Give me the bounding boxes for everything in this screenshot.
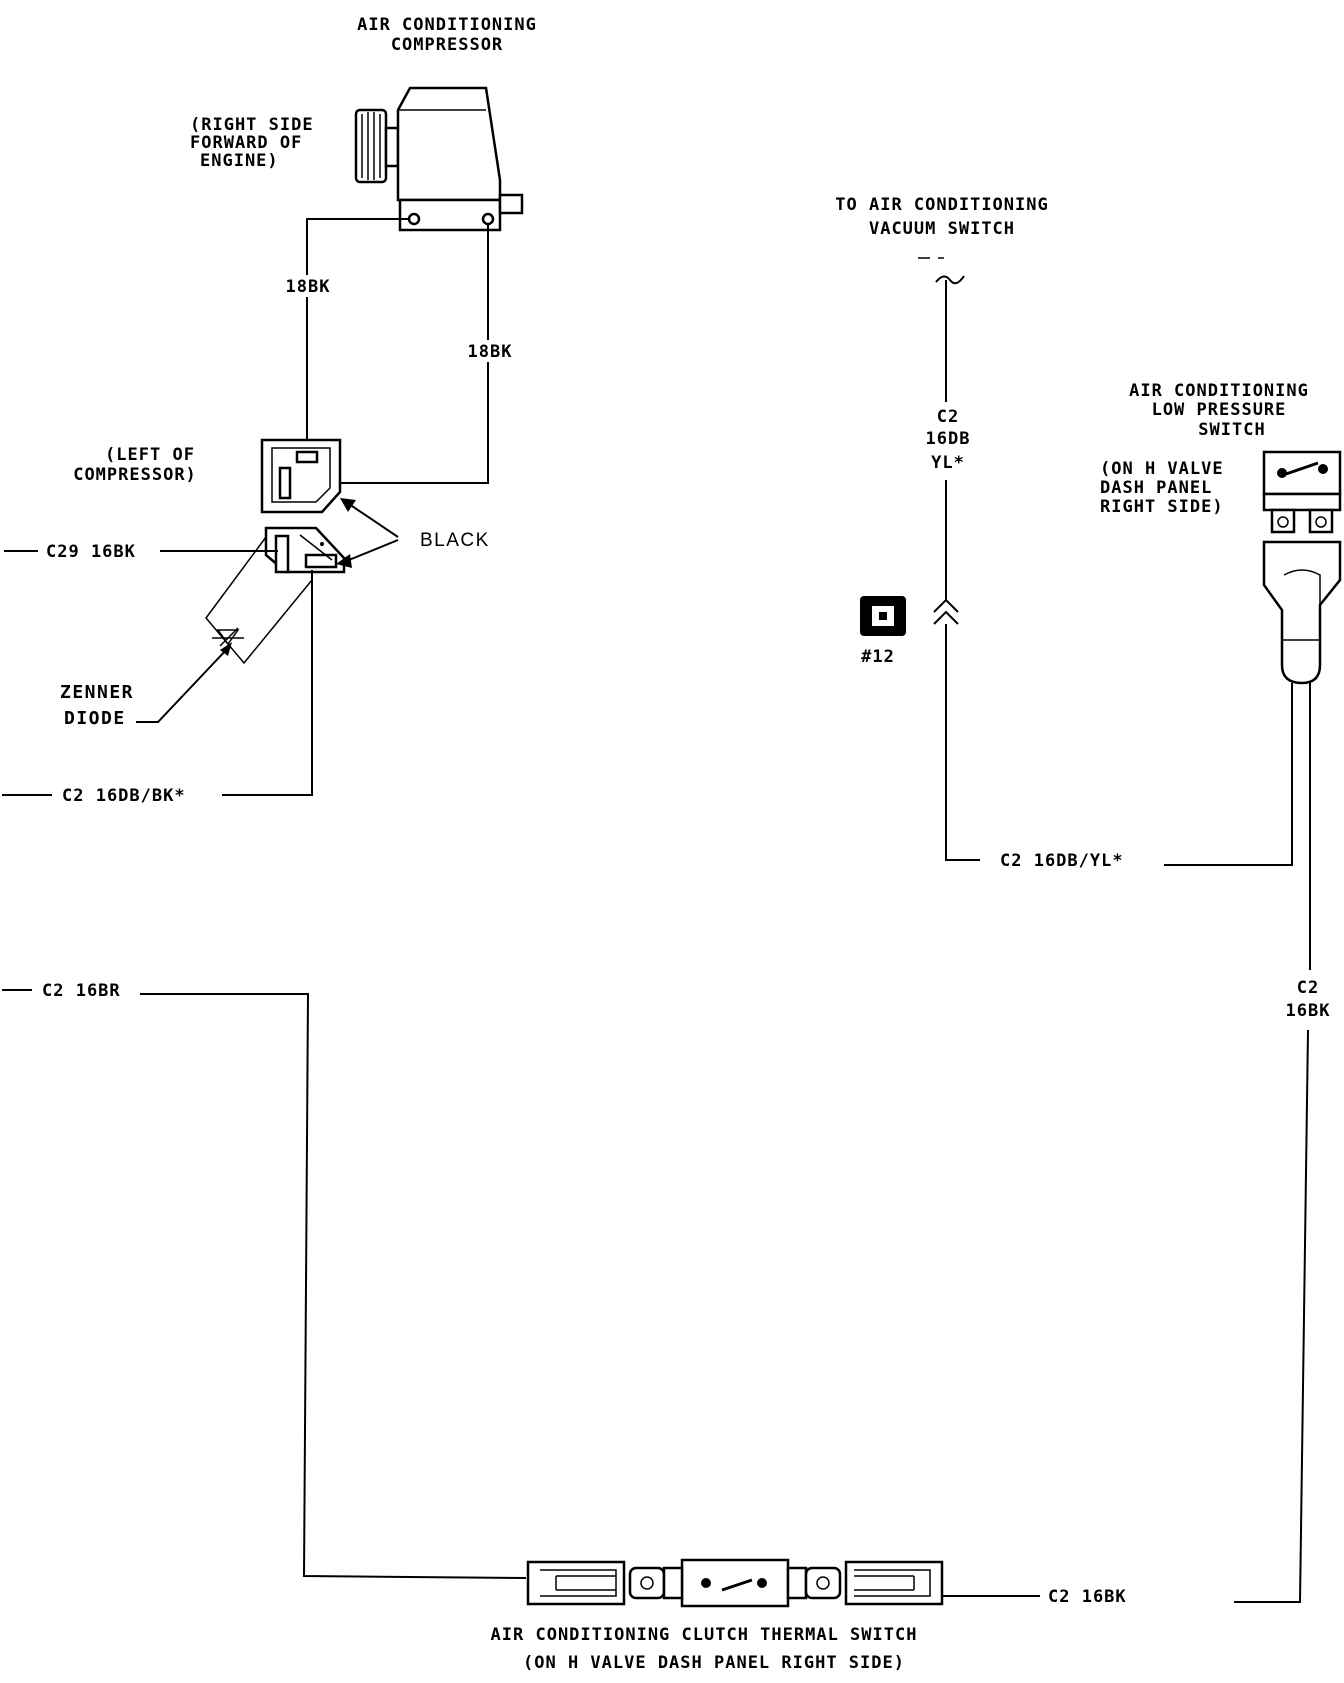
compressor-location-1: (RIGHT SIDE — [190, 115, 314, 135]
wire-c2-dbbk — [222, 570, 313, 796]
lps-title-1: AIR CONDITIONING — [1129, 381, 1309, 401]
compressor-title-2: COMPRESSOR — [391, 35, 503, 55]
vacuum-title-1: TO AIR CONDITIONING — [835, 195, 1048, 215]
black-arrow-bottom — [343, 539, 399, 563]
zenner-leader — [136, 647, 229, 723]
wire-label-c2-dbyl: C2 16DB/YL* — [1000, 851, 1124, 871]
lps-title-2: LOW PRESSURE — [1152, 400, 1287, 420]
zenner-diode — [205, 536, 313, 665]
wire-c2-16br — [140, 993, 527, 1579]
wire-label-c2-v1: C2 — [937, 407, 959, 427]
lps-location-1: (ON H VALVE — [1100, 459, 1224, 479]
wire-label-c2-dbbk: C2 16DB/BK* — [62, 786, 186, 806]
low-pressure-switch — [1262, 450, 1342, 534]
ac-compressor — [354, 86, 524, 232]
connector-location-2: COMPRESSOR) — [73, 465, 197, 485]
wire-18bk-right — [288, 224, 489, 484]
wire-label-18bk-left: 18BK — [286, 277, 331, 297]
wire-18bk-left — [306, 218, 410, 458]
clutch-thermal-switch — [526, 1558, 944, 1608]
wire-label-c2-right-2: 16BK — [1286, 1001, 1331, 1021]
wire-c2-16bk-right-lower — [1234, 1029, 1309, 1603]
lps-location-3: RIGHT SIDE) — [1100, 497, 1224, 517]
thermal-switch-title-2: (ON H VALVE DASH PANEL RIGHT SIDE) — [523, 1653, 905, 1673]
compressor-location-2: FORWARD OF — [190, 133, 302, 153]
wire-label-c2-16br: C2 16BR — [42, 981, 121, 1001]
black-label: BLACK — [420, 530, 490, 551]
wire-break-symbol — [935, 275, 965, 285]
vacuum-title-2: VACUUM SWITCH — [869, 219, 1015, 239]
zenner-label-1: ZENNER — [60, 682, 134, 703]
compressor-location-3: ENGINE) — [200, 151, 279, 171]
wire-label-c29: C29 16BK — [46, 542, 136, 562]
inline-connector-upper — [933, 598, 959, 613]
wire-c2-dbyl-right — [1164, 683, 1293, 866]
wire-label-18bk-right: 18BK — [468, 342, 513, 362]
wire-label-c2-v2: 16DB — [926, 429, 971, 449]
inline-connector-lower — [933, 610, 959, 625]
thermal-switch-title-1: AIR CONDITIONING CLUTCH THERMAL SWITCH — [491, 1625, 918, 1645]
splice-12-icon — [860, 596, 906, 636]
wire-label-c2-v3: YL* — [931, 453, 965, 473]
compressor-connector — [260, 438, 342, 514]
compressor-title-1: AIR CONDITIONING — [357, 15, 537, 35]
splice-label: #12 — [861, 647, 895, 667]
lps-location-2: DASH PANEL — [1100, 478, 1212, 498]
lps-title-3: SWITCH — [1198, 420, 1265, 440]
wire-label-c2-right-1: C2 — [1297, 978, 1319, 998]
diode-connector — [264, 526, 346, 574]
wire-label-c2-16bk-bottom: C2 16BK — [1048, 1587, 1127, 1607]
zenner-label-2: DIODE — [64, 708, 126, 729]
connector-location-1: (LEFT OF — [105, 445, 195, 465]
wire-c2-yl-lower — [945, 624, 980, 861]
low-pressure-switch-connector — [1262, 540, 1342, 685]
black-arrow-top — [345, 501, 399, 538]
